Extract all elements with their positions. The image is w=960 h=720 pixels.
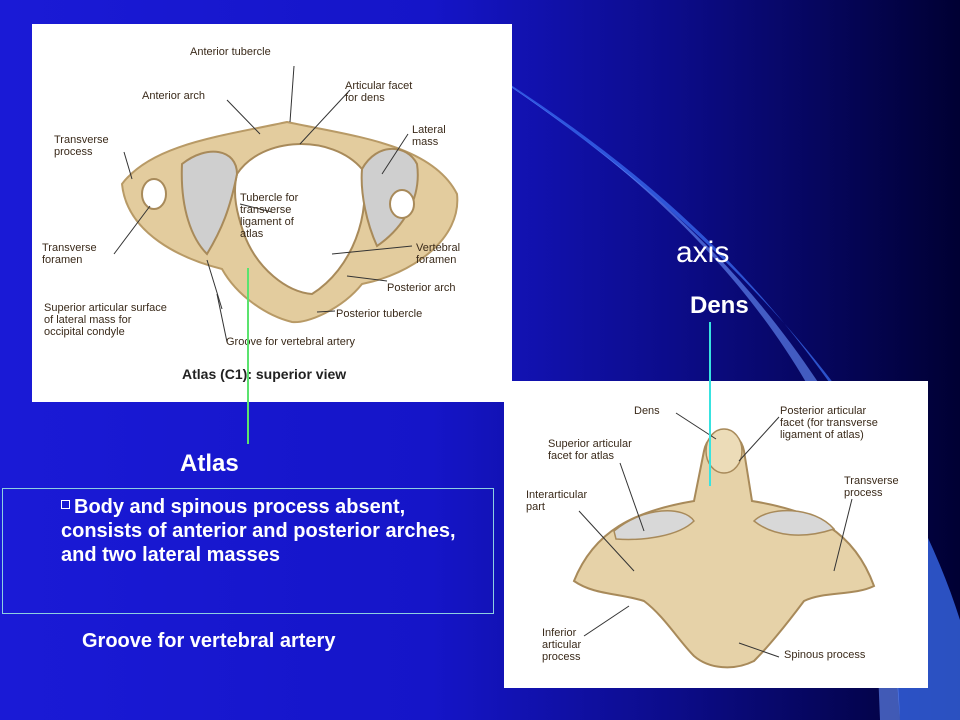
label-articular-facet: Articular facet for dens xyxy=(345,80,413,104)
label-dens: Dens xyxy=(634,405,660,417)
axis-title: axis xyxy=(676,236,730,269)
description-text: Body and spinous process absent, consist… xyxy=(61,496,456,566)
atlas-illustration xyxy=(113,65,459,343)
dens-pointer-line xyxy=(709,322,711,486)
atlas-pointer-line xyxy=(247,268,249,444)
bullet-square-icon xyxy=(61,500,70,510)
label-posterior-tubercle: Posterior tubercle xyxy=(336,308,423,320)
axis-figure: Dens Posterior articular facet (for tran… xyxy=(504,381,928,688)
label-interarticular-part: Interarticular part xyxy=(526,489,588,513)
atlas-figure: Anterior tubercle Anterior arch Articula… xyxy=(32,24,512,402)
label-posterior-articular-facet: Posterior articular facet (for transvers… xyxy=(780,405,878,441)
label-transverse-process: Transverse process xyxy=(54,134,109,158)
label-groove-vertebral-artery: Groove for vertebral artery xyxy=(226,336,355,348)
label-lateral-mass: Lateral mass xyxy=(412,124,446,148)
label-spinous-process: Spinous process xyxy=(784,649,866,661)
label-superior-articular-surface: Superior articular surface of lateral ma… xyxy=(44,302,167,338)
label-transverse-foramen: Transverse foramen xyxy=(42,242,97,266)
label-anterior-tubercle: Anterior tubercle xyxy=(190,46,271,58)
label-posterior-arch: Posterior arch xyxy=(387,282,456,294)
axis-illustration xyxy=(572,412,876,669)
description-item: Body and spinous process absent, consist… xyxy=(61,495,491,567)
label-vertebral-foramen: Vertebral foramen xyxy=(416,242,461,266)
label-tubercle-ligament: Tubercle for transverse ligament of atla… xyxy=(240,192,299,240)
description-box: Body and spinous process absent, consist… xyxy=(2,488,494,614)
atlas-figure-caption: Atlas (C1): superior view xyxy=(182,366,347,382)
label-inferior-articular-process: Inferior articular process xyxy=(542,627,582,663)
atlas-title: Atlas xyxy=(180,450,239,477)
label-superior-articular-facet: Superior articular facet for atlas xyxy=(548,438,632,462)
label-anterior-arch: Anterior arch xyxy=(142,90,205,102)
dens-title: Dens xyxy=(690,292,749,319)
label-transverse-process-axis: Transverse process xyxy=(844,475,899,499)
groove-title: Groove for vertebral artery xyxy=(82,630,336,652)
